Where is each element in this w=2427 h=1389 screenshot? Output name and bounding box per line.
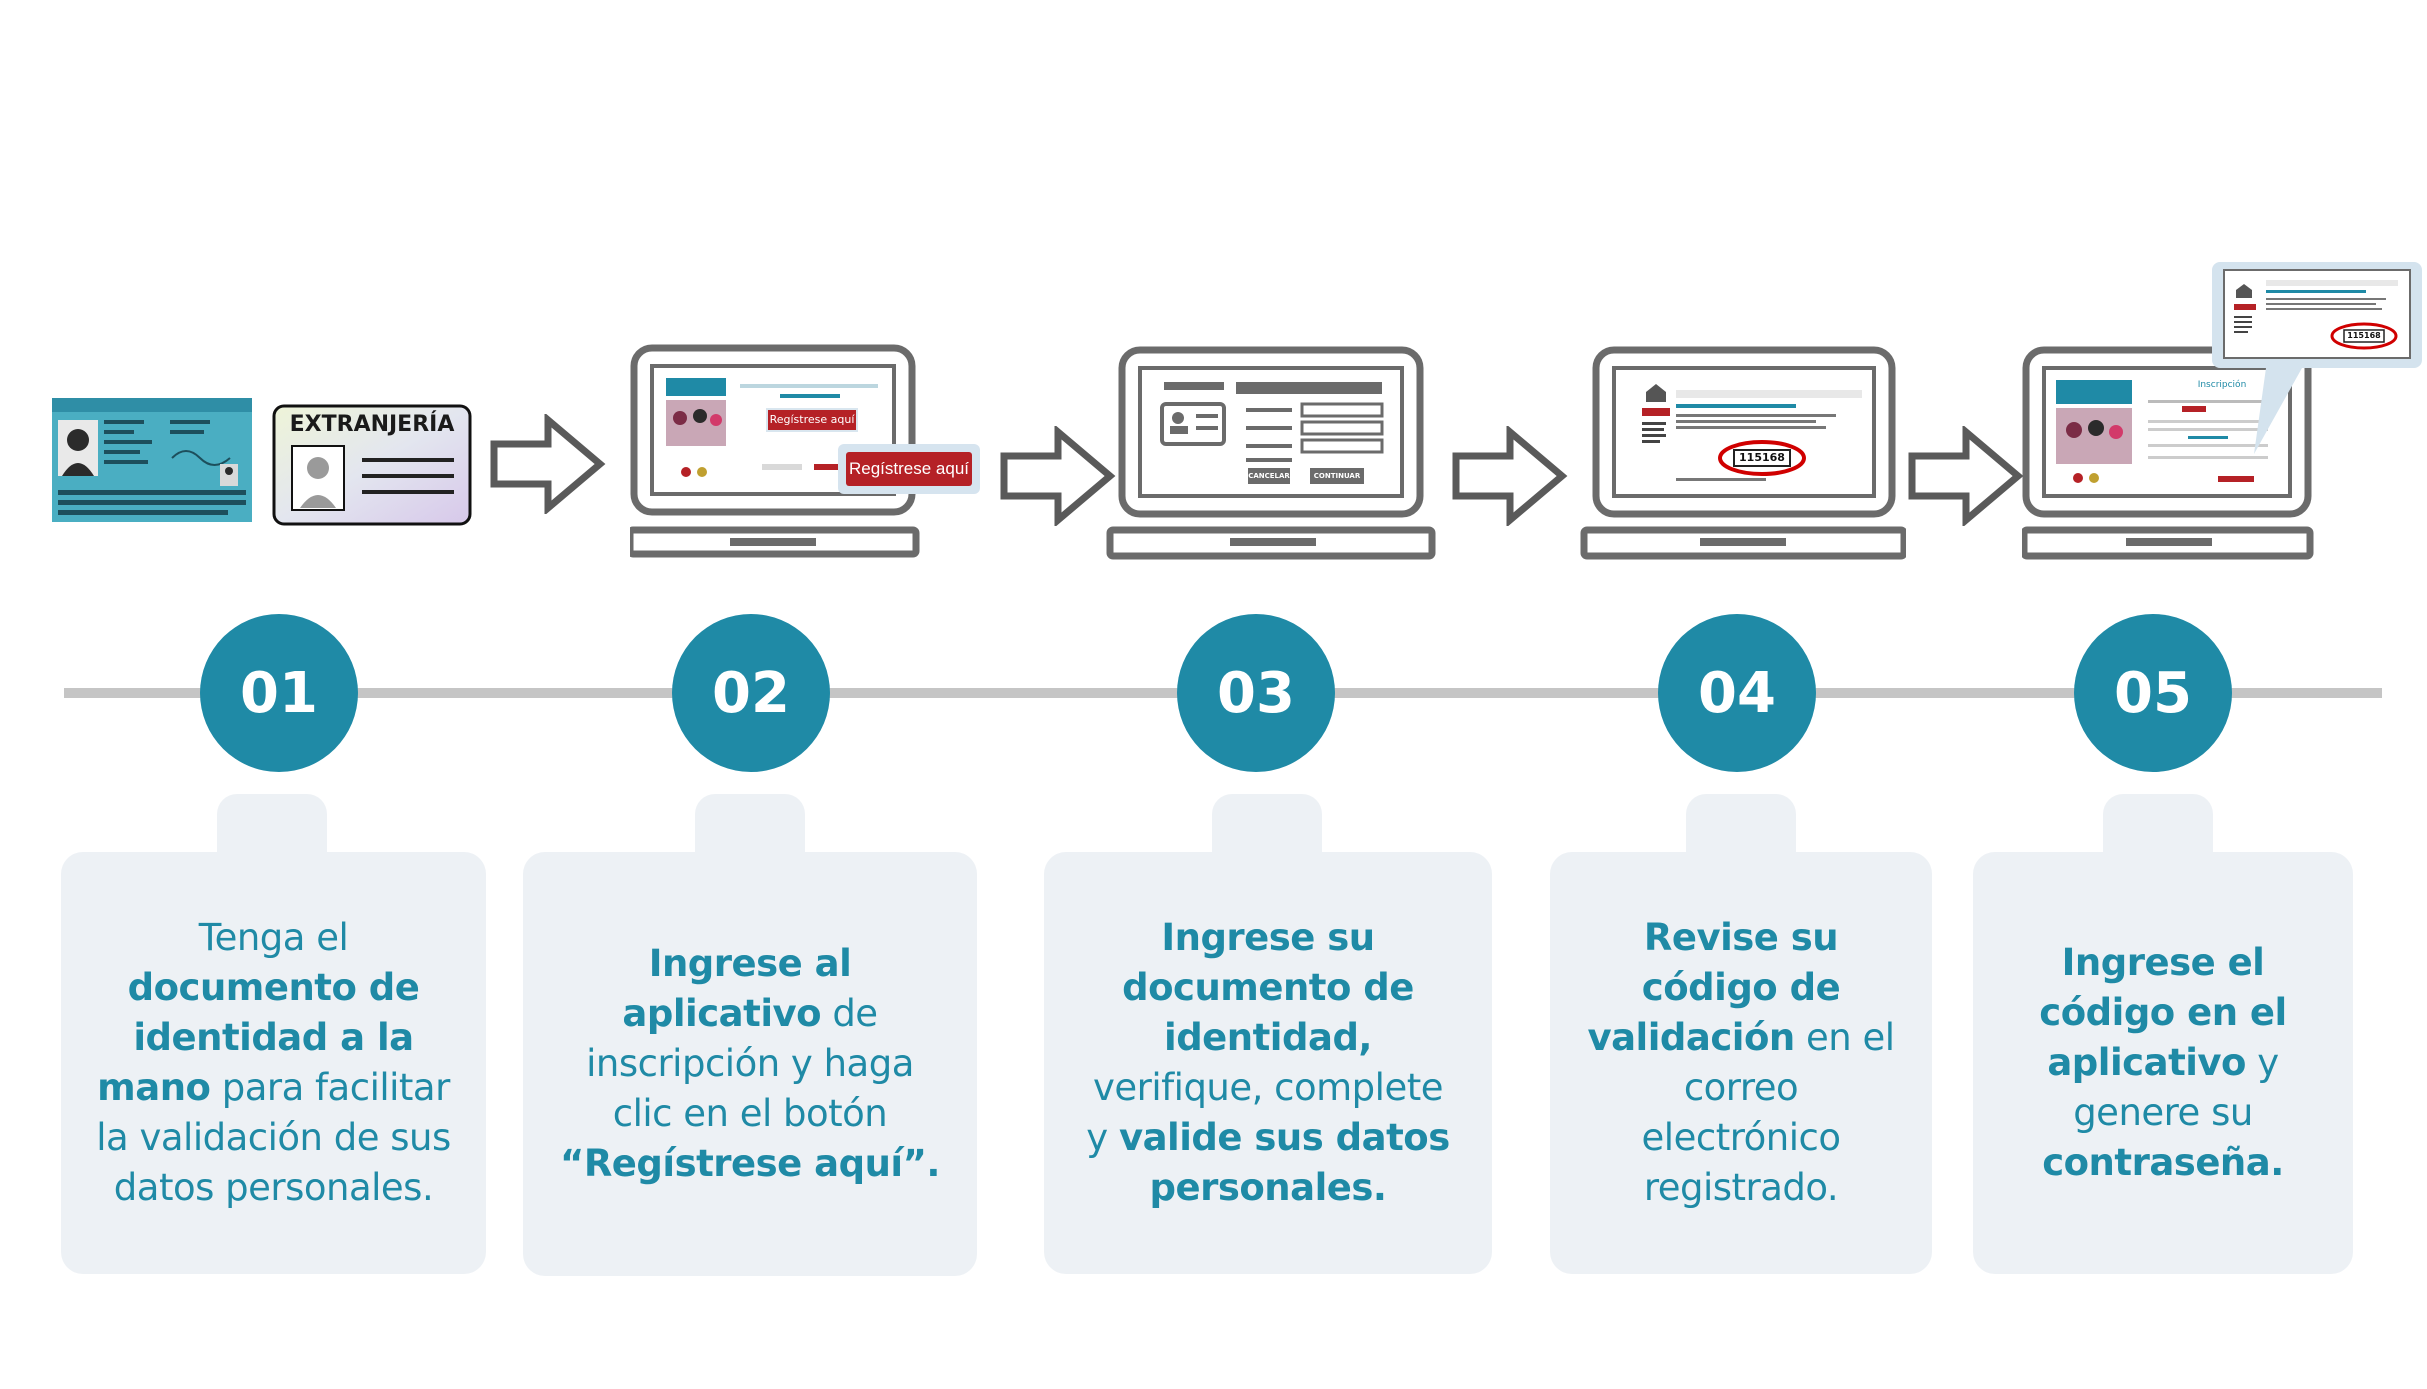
laptop-email-code-icon: 115168 [1580,346,1906,566]
step-number-04: 04 [1658,614,1816,772]
laptop-register-icon: Regístrese aquí Regístrese aquí [630,344,980,564]
form-continue-button[interactable]: CONTINUAR [1313,472,1361,480]
step-card-05: Ingrese el código en el aplicativo y gen… [1973,794,2353,1274]
inscripcion-title: Inscripción [2197,380,2247,390]
validation-code: 115168 [1739,451,1785,464]
register-button[interactable]: Regístrese aquí [766,408,858,432]
popup-validation-code: 115168 [2347,331,2381,340]
arrow-icon [488,414,608,514]
step-card-02: Ingrese al aplicativo de inscripción y h… [523,794,977,1276]
step-description-01: Tenga el documento de identidad a la man… [96,916,451,1209]
form-cancel-button[interactable]: CANCELAR [1248,472,1290,480]
extranjeria-label: EXTRANJERÍA [289,412,455,437]
arrow-icon [998,426,1118,526]
step-number-03: 03 [1177,614,1335,772]
step-number-02: 02 [672,614,830,772]
step-description-04: Revise su código de validación en el cor… [1587,916,1895,1209]
arrow-icon [1450,426,1570,526]
extranjeria-card-icon: EXTRANJERÍA [272,404,472,526]
step-card-01: Tenga el documento de identidad a la man… [61,794,486,1274]
code-popup-bubble: 115168 [2210,258,2424,458]
step-description-05: Ingrese el código en el aplicativo y gen… [2039,941,2287,1184]
laptop-form-icon: CANCELAR CONTINUAR [1106,346,1440,566]
step-number-05: 05 [2074,614,2232,772]
step-description-03: Ingrese su documento de identidad, verif… [1086,916,1450,1209]
step-number-01: 01 [200,614,358,772]
laptop-inscripcion-icon: Inscripción [2022,346,2318,566]
step-card-03: Ingrese su documento de identidad, verif… [1044,794,1492,1274]
arrow-icon [1906,426,2026,526]
dni-card-icon [52,398,252,522]
step-card-04: Revise su código de validación en el cor… [1550,794,1932,1274]
register-callout: Regístrese aquí [838,444,980,494]
step-description-02: Ingrese al aplicativo de inscripción y h… [560,942,940,1185]
register-callout-button: Regístrese aquí [846,452,972,486]
